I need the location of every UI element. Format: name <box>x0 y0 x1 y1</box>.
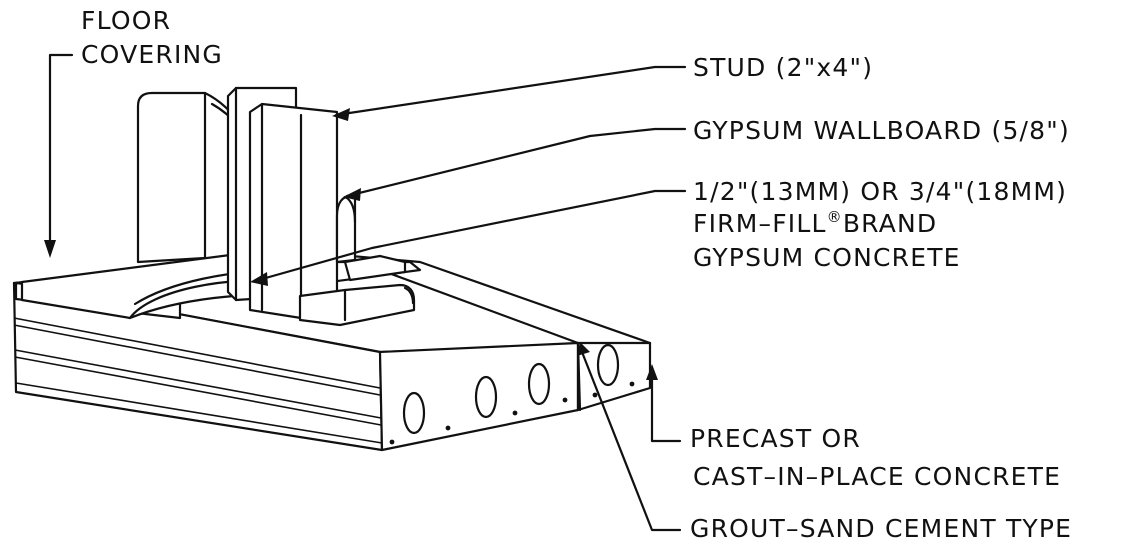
stud-label: STUD (2"x4") <box>693 53 873 82</box>
firm-fill-thickness-label: 1/2"(13MM) OR 3/4"(18MM) <box>693 177 1067 206</box>
leader-lines <box>44 53 687 532</box>
gypsum-concrete-label: GYPSUM CONCRETE <box>693 243 961 272</box>
firm-fill-brand-label: FIRM–FILL®BRAND <box>693 208 937 238</box>
callout-labels: FLOOR COVERING STUD (2"x4") GYPSUM WALLB… <box>81 6 1072 543</box>
hollow-core <box>402 391 426 435</box>
hollow-core <box>527 362 551 406</box>
hollow-core <box>474 375 498 419</box>
precast-label-line1: PRECAST OR <box>690 424 861 453</box>
precast-label-line2: CAST–IN–PLACE CONCRETE <box>693 462 1061 491</box>
wallboard-label: GYPSUM WALLBOARD (5/8") <box>693 116 1070 145</box>
firm-fill-name: FIRM–FILL <box>693 209 827 238</box>
floor-covering-label-line1: FLOOR <box>81 6 171 35</box>
hollow-core <box>596 343 620 387</box>
registered-mark: ® <box>827 208 843 226</box>
floor-covering-label-line2: COVERING <box>81 40 223 69</box>
grout-label: GROUT–SAND CEMENT TYPE <box>690 514 1072 543</box>
brand-word: BRAND <box>843 209 938 238</box>
